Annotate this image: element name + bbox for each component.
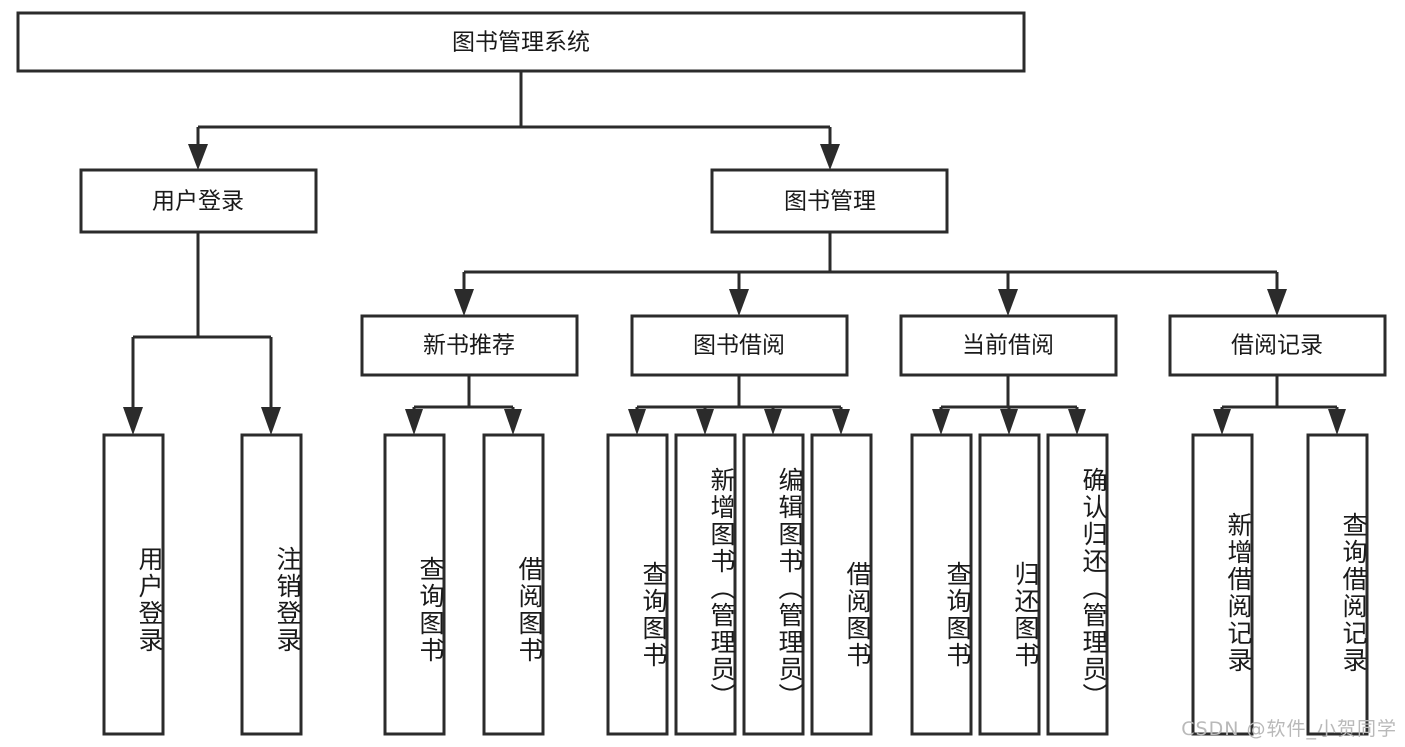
node-book-borrow[interactable]: 图书借阅 — [630, 314, 849, 377]
arrowhead-borrow — [729, 289, 749, 316]
connectors — [123, 71, 1346, 435]
arrowhead-records — [1267, 289, 1287, 316]
arrowhead-leaf-records-2 — [1328, 409, 1346, 435]
leaf-box-records-2[interactable] — [1306, 433, 1369, 736]
node-book-management-box[interactable] — [710, 168, 949, 234]
node-root-label: 图书管理系统 — [452, 30, 590, 56]
leaf-box-borrow-2[interactable] — [674, 433, 737, 736]
arrowhead-current — [998, 289, 1018, 316]
node-new-book-recommend-box[interactable] — [360, 314, 579, 377]
leaf-box-records-1[interactable] — [1191, 433, 1254, 736]
arrowhead-user-login — [188, 144, 208, 170]
arrowhead-leaf-newbook-2 — [504, 409, 522, 435]
node-borrow-records-box[interactable] — [1168, 314, 1387, 377]
leaf-box-current-1[interactable] — [910, 433, 973, 736]
arrowhead-leaf-current-3 — [1068, 409, 1086, 435]
node-user-login-label: 用户登录 — [152, 189, 244, 215]
leaf-box-current-3[interactable] — [1046, 433, 1109, 736]
watermark-text: CSDN @软件_小贺同学 — [1181, 718, 1397, 740]
node-root[interactable]: 图书管理系统 — [16, 11, 1026, 73]
node-borrow-records[interactable]: 借阅记录 — [1168, 314, 1387, 377]
node-current-borrow-box[interactable] — [899, 314, 1118, 377]
leaf-box-borrow-4[interactable] — [810, 433, 873, 736]
arrowhead-leaf-newbook-1 — [405, 409, 423, 435]
leaf-box-new-book-2[interactable] — [482, 433, 545, 736]
arrowhead-leaf-borrow-3 — [764, 409, 782, 435]
node-book-borrow-box[interactable] — [630, 314, 849, 377]
node-book-borrow-label: 图书借阅 — [693, 333, 785, 359]
leaf-box-user-login-1[interactable] — [102, 433, 165, 736]
node-book-management[interactable]: 图书管理 — [710, 168, 949, 234]
leaf-box-borrow-3[interactable] — [742, 433, 805, 736]
leaf-box-user-login-2[interactable] — [240, 433, 303, 736]
leaf-box-current-2[interactable] — [978, 433, 1041, 736]
arrowhead-book-mgmt — [820, 144, 840, 170]
arrowhead-leaf-borrow-1 — [628, 409, 646, 435]
leaf-box-new-book-1[interactable] — [383, 433, 446, 736]
leaf-boxes — [102, 433, 1369, 736]
node-user-login-box[interactable] — [79, 168, 318, 234]
node-borrow-records-label: 借阅记录 — [1231, 333, 1323, 359]
arrowhead-leaf-borrow-4 — [832, 409, 850, 435]
arrowhead-leaf-current-2 — [1000, 409, 1018, 435]
arrowhead-leaf-records-1 — [1213, 409, 1231, 435]
arrowhead-leaf-userlogin-2 — [261, 407, 281, 435]
node-new-book-recommend-label: 新书推荐 — [423, 333, 515, 359]
arrowhead-leaf-current-1 — [932, 409, 950, 435]
arrowhead-leaf-borrow-2 — [696, 409, 714, 435]
arrowhead-new-book — [454, 289, 474, 316]
node-user-login[interactable]: 用户登录 — [79, 168, 318, 234]
node-book-management-label: 图书管理 — [784, 189, 876, 215]
arrowhead-leaf-userlogin-1 — [123, 407, 143, 435]
node-root-box[interactable] — [16, 11, 1026, 73]
leaf-box-borrow-1[interactable] — [606, 433, 669, 736]
node-current-borrow[interactable]: 当前借阅 — [899, 314, 1118, 377]
node-new-book-recommend[interactable]: 新书推荐 — [360, 314, 579, 377]
node-current-borrow-label: 当前借阅 — [962, 333, 1054, 359]
